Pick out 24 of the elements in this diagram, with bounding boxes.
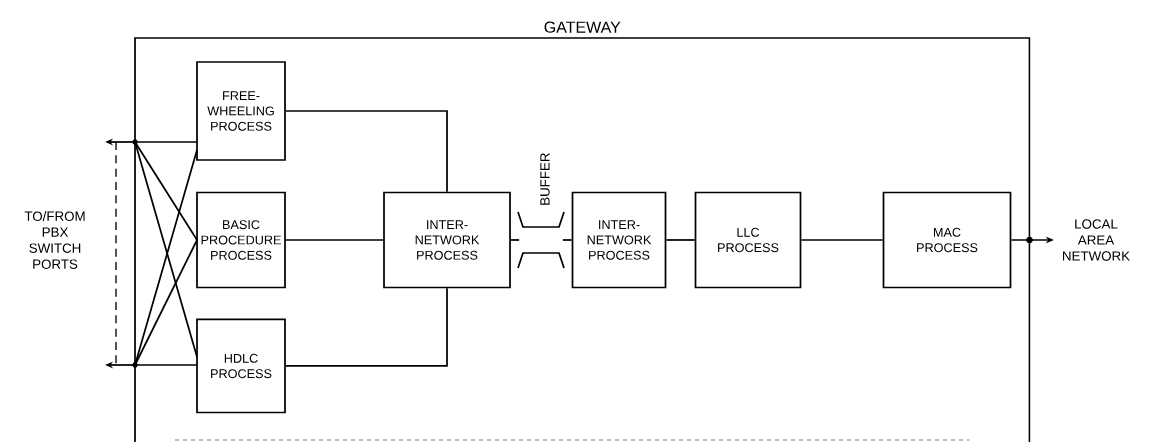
connector-line (134, 141, 198, 241)
connector-line (800, 239, 884, 241)
connector-line (562, 239, 573, 241)
connector-line (134, 364, 198, 366)
process-box: FREE- WHEELING PROCESS (196, 61, 286, 161)
connector-line (285, 110, 448, 193)
connector-line (134, 239, 198, 366)
frame-heading: GATEWAY (544, 21, 621, 33)
process-box: HDLC PROCESS (196, 318, 286, 414)
connector-line (285, 287, 448, 367)
connector-line (510, 239, 520, 241)
process-box: MAC PROCESS (882, 191, 1012, 289)
connector-line (285, 239, 384, 241)
process-box: INTER- NETWORK PROCESS (383, 191, 511, 289)
connector-line (665, 239, 696, 241)
port-label: TO/FROM PBX SWITCH PORTS (24, 211, 85, 269)
process-box: BASIC PROCEDURE PROCESS (196, 191, 286, 289)
buffer-symbol (517, 211, 565, 269)
buffer-label: BUFFER (540, 153, 550, 205)
process-box: LLC PROCESS (694, 191, 802, 289)
gateway-frame (134, 37, 1031, 442)
process-box: INTER- NETWORK PROCESS (571, 191, 667, 289)
network-label: LOCAL AREA NETWORK (1063, 219, 1130, 261)
connector-line (134, 141, 198, 143)
